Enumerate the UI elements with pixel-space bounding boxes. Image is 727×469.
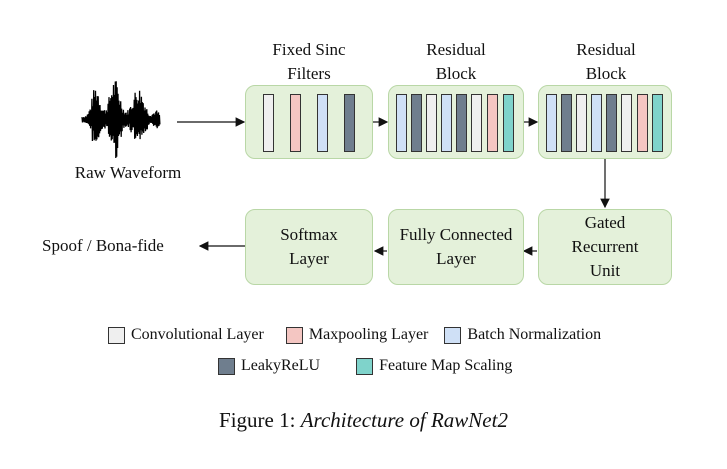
legend-item-maxpool: Maxpooling Layer [285, 326, 429, 344]
stage-title-res1: Residual Block [386, 38, 526, 86]
stage-title-line1: Residual [576, 40, 636, 59]
output-label: Spoof / Bona-fide [42, 236, 164, 255]
conv-layer [471, 94, 482, 152]
stage-title-sinc: Fixed Sinc Filters [239, 38, 379, 86]
residual-block-1 [388, 85, 524, 159]
leakyrelu-layer [411, 94, 422, 152]
legend-label: Feature Map Scaling [379, 357, 513, 374]
leakyrelu-layer [456, 94, 467, 152]
sinc-filters-block [245, 85, 373, 159]
conv-layer [263, 94, 274, 152]
conv-layer [621, 94, 632, 152]
legend-label: Maxpooling Layer [308, 326, 429, 343]
softmax-block: Softmax Layer [245, 209, 373, 285]
fms-swatch [356, 357, 374, 375]
fully-connected-block: Fully Connected Layer [388, 209, 524, 285]
stage-title-line2: Filters [287, 64, 331, 83]
batchnorm-layer [396, 94, 407, 152]
fc-label-line1: Fully Connected [399, 225, 513, 244]
stage-title-line1: Fixed Sinc [272, 40, 346, 59]
caption-title: Architecture of RawNet2 [300, 408, 508, 432]
batchnorm-swatch [444, 326, 462, 344]
softmax-label-line1: Softmax [280, 225, 338, 244]
maxpool-swatch [285, 326, 303, 344]
leakyrelu-layer [606, 94, 617, 152]
leakyrelu-layer [344, 94, 355, 152]
gru-label-line3: Unit [589, 261, 621, 280]
residual-block-2 [538, 85, 672, 159]
conv-layer [426, 94, 437, 152]
legend-item-batchnorm: Batch Normalization [444, 326, 601, 344]
stage-title-line1: Residual [426, 40, 486, 59]
maxpool-layer [637, 94, 648, 152]
batchnorm-layer [591, 94, 602, 152]
batchnorm-layer [546, 94, 557, 152]
batchnorm-layer [441, 94, 452, 152]
maxpool-layer [290, 94, 301, 152]
gru-block: Gated Recurrent Unit [538, 209, 672, 285]
maxpool-layer [487, 94, 498, 152]
legend-label: Batch Normalization [467, 326, 602, 343]
stage-title-res2: Residual Block [536, 38, 676, 86]
gru-label-line2: Recurrent [571, 237, 639, 256]
legend-label: Convolutional Layer [131, 326, 264, 343]
stage-title-line2: Block [585, 64, 627, 83]
legend-label: LeakyReLU [241, 357, 321, 374]
feature-map-scaling-layer [652, 94, 663, 152]
figure-caption: Figure 1: Architecture of RawNet2 [0, 408, 727, 433]
legend-row-2: LeakyReLU Feature Map Scaling [218, 357, 512, 375]
leakyrelu-layer [561, 94, 572, 152]
batchnorm-layer [317, 94, 328, 152]
leakyrelu-swatch [218, 357, 235, 375]
gru-label-line1: Gated [584, 213, 626, 232]
caption-prefix: Figure 1: [219, 408, 301, 432]
stage-title-line2: Block [435, 64, 477, 83]
conv-swatch [108, 326, 125, 344]
fc-label-line2: Layer [436, 249, 476, 268]
raw-waveform-label: Raw Waveform [74, 163, 182, 182]
conv-layer [576, 94, 587, 152]
feature-map-scaling-layer [503, 94, 514, 152]
softmax-label-line2: Layer [289, 249, 329, 268]
legend-item-leakyrelu: LeakyReLU [218, 357, 320, 375]
legend-item-feature-map-scaling: Feature Map Scaling [356, 357, 512, 375]
legend-item-conv: Convolutional Layer [108, 326, 264, 344]
legend-row-1: Convolutional Layer Maxpooling Layer Bat… [108, 326, 601, 344]
